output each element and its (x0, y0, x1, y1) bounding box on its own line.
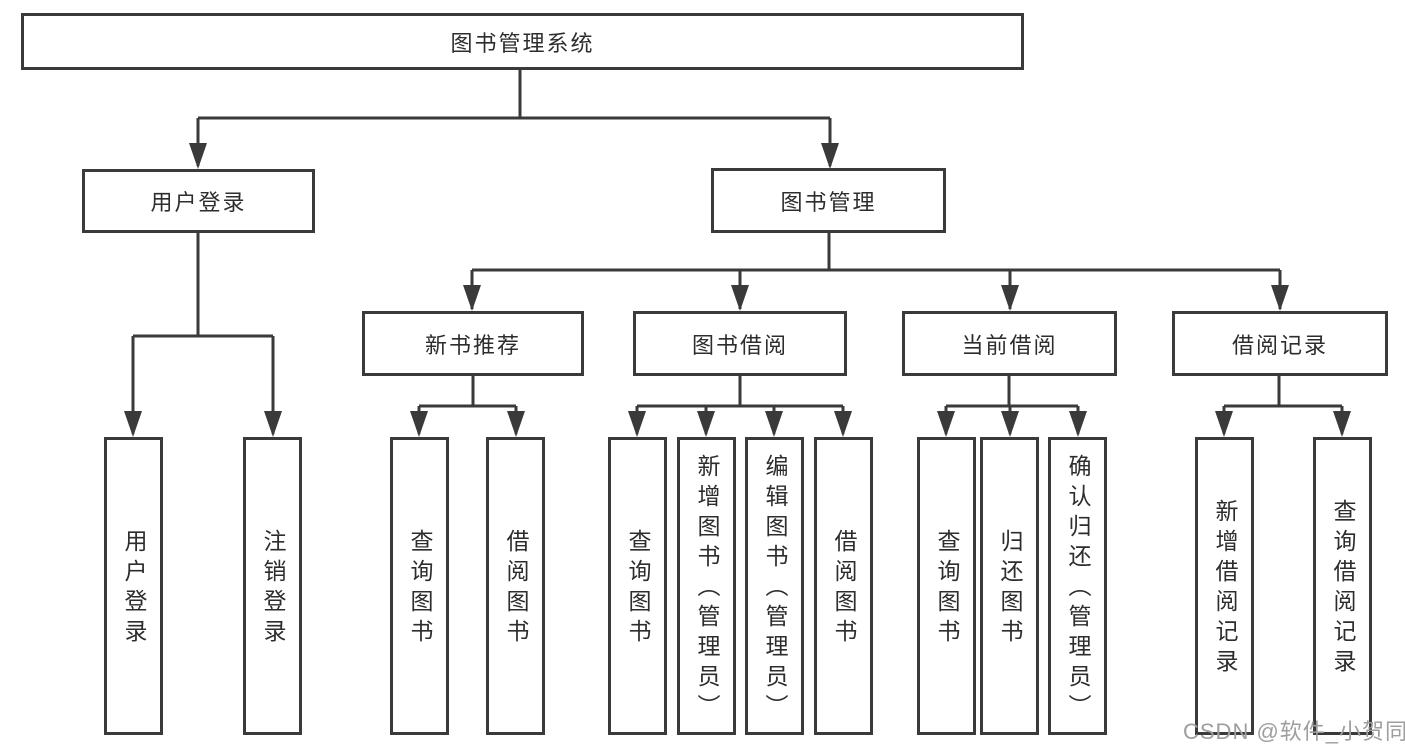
leaf-borrow-books-borrowing: 借阅图书 (814, 437, 873, 735)
arrowhead (834, 411, 852, 437)
arrowhead (821, 143, 839, 169)
leaf-query-books-recommend: 查询图书 (390, 437, 449, 735)
arrowhead (1001, 285, 1019, 311)
arrowhead (124, 411, 142, 437)
arrowhead (507, 411, 525, 437)
arrowhead (731, 285, 749, 311)
arrowhead (1333, 411, 1351, 437)
leaf-query-books-borrowing: 查询图书 (608, 437, 667, 735)
leaf-confirm-return-admin: 确认归还（管理员） (1048, 437, 1107, 735)
leaf-query-borrow-record: 查询借阅记录 (1313, 437, 1372, 735)
arrowhead (1001, 411, 1019, 437)
csdn-watermark: CSDN @软件_小贺同学 (1183, 719, 1405, 744)
arrowhead (1215, 411, 1233, 437)
arrowhead (264, 411, 282, 437)
leaf-query-books-current: 查询图书 (917, 437, 976, 735)
arrowhead (463, 285, 481, 311)
node-borrowing-records: 借阅记录 (1172, 311, 1388, 376)
leaf-user-login: 用户登录 (104, 437, 163, 735)
arrowhead (628, 411, 646, 437)
arrowhead (765, 411, 783, 437)
arrowhead (410, 411, 428, 437)
node-book-management: 图书管理 (711, 168, 946, 233)
node-new-book-recommend: 新书推荐 (362, 311, 584, 376)
leaf-borrow-books-recommend: 借阅图书 (486, 437, 545, 735)
arrowhead (189, 143, 207, 169)
leaf-return-book: 归还图书 (980, 437, 1039, 735)
arrowhead (1271, 285, 1289, 311)
leaf-add-borrow-record: 新增借阅记录 (1195, 437, 1254, 735)
node-book-borrowing: 图书借阅 (633, 311, 847, 376)
node-current-borrowing: 当前借阅 (902, 311, 1117, 376)
leaf-add-book-admin: 新增图书（管理员） (677, 437, 736, 735)
leaf-logout: 注销登录 (243, 437, 302, 735)
node-user-login: 用户登录 (82, 169, 315, 233)
arrowhead (1069, 411, 1087, 437)
leaf-edit-book-admin: 编辑图书（管理员） (745, 437, 804, 735)
arrowhead (697, 411, 715, 437)
node-library-system: 图书管理系统 (21, 13, 1024, 70)
arrowhead (937, 411, 955, 437)
